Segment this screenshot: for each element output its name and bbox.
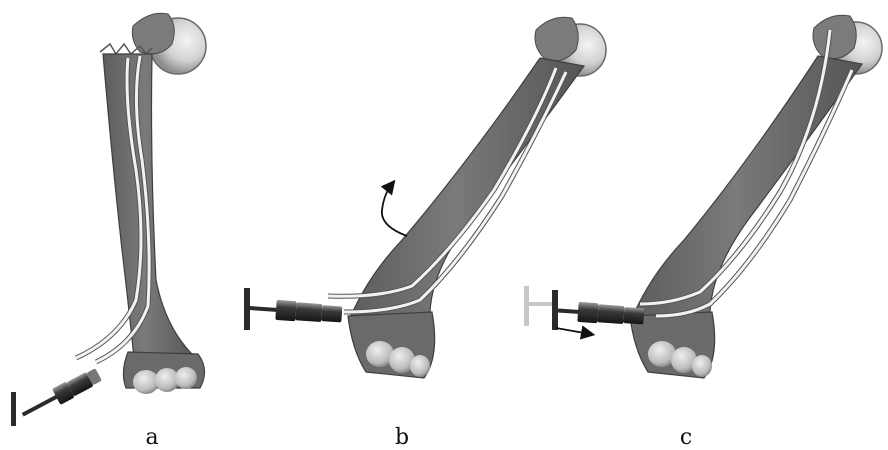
rotation-arrow-icon [382, 184, 407, 236]
humerus-bone [100, 13, 206, 394]
inserter-collar [623, 307, 644, 324]
inserter-collar [321, 305, 342, 322]
humerus-bone [348, 17, 606, 378]
t-handle [11, 392, 16, 426]
push-arrow-icon [556, 328, 590, 334]
tuberosity [813, 15, 856, 58]
condyle [692, 355, 712, 377]
panel-label-a: a [145, 425, 158, 450]
bone-shaft [103, 54, 196, 358]
bone-shaft [350, 58, 584, 318]
tuberosity [535, 17, 578, 60]
panel-c: c [524, 15, 882, 450]
panel-a: a [11, 13, 206, 450]
bone-shaft [632, 56, 862, 318]
t-handle [244, 288, 250, 330]
inserter-shaft [558, 308, 580, 314]
inserter-tool [557, 300, 644, 326]
panel-b: b [244, 17, 606, 450]
inserter-tool [18, 366, 102, 422]
humerus-bone [630, 15, 882, 378]
inserter-sleeve [597, 304, 624, 324]
condyle [133, 370, 159, 394]
inserter-tool [247, 298, 342, 325]
inserter-chuck [577, 302, 598, 323]
inserter-shaft [22, 394, 59, 416]
condyle [175, 367, 197, 389]
inserter-chuck [275, 300, 296, 321]
panel-label-c: c [680, 425, 692, 450]
t-handle [552, 290, 558, 330]
inserter-shaft [248, 306, 278, 312]
inserter-sleeve [295, 302, 322, 322]
condyle [410, 355, 430, 377]
panel-label-b: b [395, 425, 409, 450]
